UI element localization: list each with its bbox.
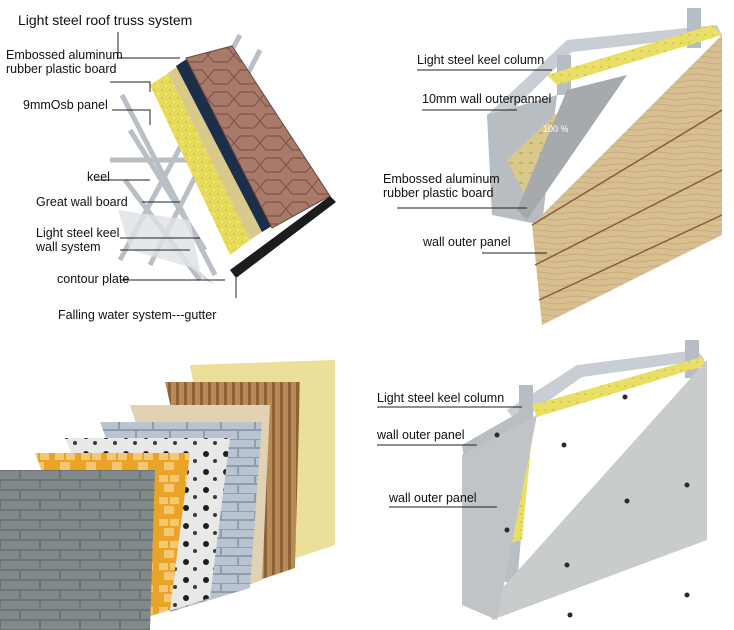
wall-wood-illustration <box>397 8 723 325</box>
cement-label-outer-panel-2: wall outer panel <box>389 491 477 505</box>
roof-label-contour-plate: contour plate <box>57 272 130 286</box>
roof-label-truss: Light steel roof truss system <box>18 12 193 28</box>
roof-label-embossed: Embossed aluminum rubber plastic board <box>6 48 123 76</box>
wall-wood-diagram: Light steel keel column 10mm wall outerp… <box>367 0 734 335</box>
wall-label-embossed: Embossed aluminum rubber plastic board <box>383 172 500 200</box>
cement-label-outer-panel-1: wall outer panel <box>377 428 465 442</box>
panel-samples <box>0 340 367 630</box>
roof-label-gutter: Falling water system---gutter <box>58 308 217 322</box>
cement-label-keel-column: Light steel keel column <box>377 391 505 405</box>
wall-stamp: 100 % <box>543 124 569 134</box>
samples-illustration <box>0 360 335 630</box>
wall-cement-illustration <box>377 340 707 620</box>
wall-label-keel-column: Light steel keel column <box>417 53 545 67</box>
roof-label-wall-board: Great wall board <box>36 195 128 209</box>
roof-label-keel-wall: Light steel keel wall system <box>36 226 120 254</box>
wall-label-outerpannel: 10mm wall outerpannel <box>422 92 552 106</box>
wall-cement-diagram: Light steel keel column wall outer panel… <box>367 335 734 630</box>
roof-label-keel: keel <box>87 170 110 184</box>
wall-label-outer-panel: wall outer panel <box>423 235 511 249</box>
roof-illustration <box>95 32 336 298</box>
roof-label-osb: 9mmOsb panel <box>23 98 108 112</box>
roof-diagram: Light steel roof truss system Embossed a… <box>0 0 367 330</box>
